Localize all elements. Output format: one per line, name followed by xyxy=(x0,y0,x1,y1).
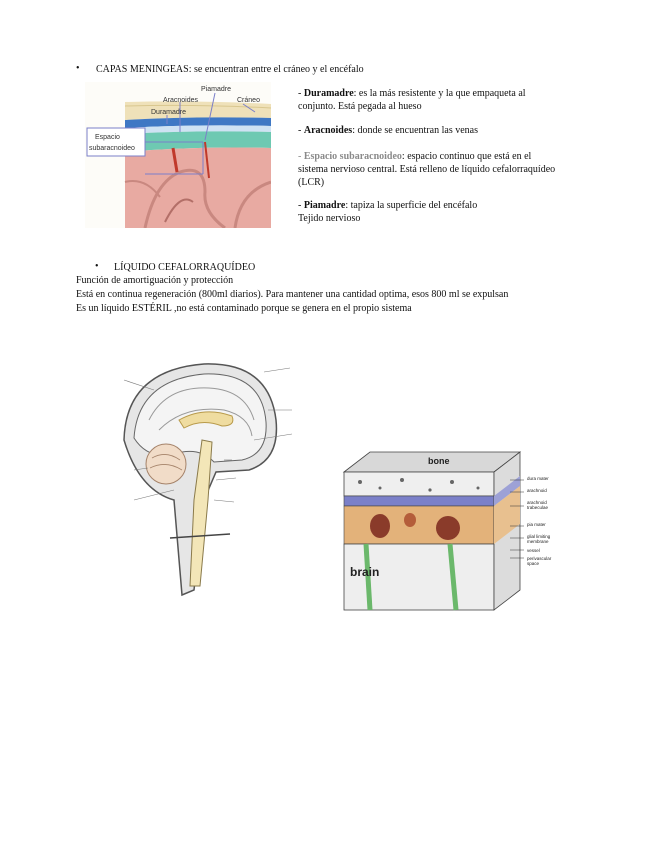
dash: - xyxy=(298,151,304,162)
text-duramadre-1: : es la más resistente y la que empaquet… xyxy=(353,88,526,99)
meninges-heading-title: CAPAS MENINGEAS xyxy=(96,64,189,75)
bone-layer xyxy=(343,471,495,497)
text-aracnoides: : donde se encuentran las venas xyxy=(352,125,478,136)
label-pia-mater: pia mater xyxy=(527,522,546,527)
term-piamadre: Piamadre xyxy=(303,200,346,211)
def-piamadre: - Piamadre: tapiza la superficie del enc… xyxy=(298,199,477,225)
text-duramadre-2: conjunto. Está pegada al hueso xyxy=(298,101,422,112)
label-vessel: vessel xyxy=(527,548,540,553)
label-espacio-2: subaracnoideo xyxy=(89,145,135,152)
skull-layer xyxy=(125,101,271,120)
text-espacio-1: : espacio continuo que está en el xyxy=(401,151,532,162)
def-espacio: - Espacio subaracnoideo: espacio continu… xyxy=(298,150,555,189)
text-espacio-2: sistema nervioso central. Está relleno d… xyxy=(298,164,556,175)
meninges-layers-figure: Piamadre Aracnoides Cráneo Duramadre Esp… xyxy=(85,82,271,228)
label-craneo: Cráneo xyxy=(237,97,260,104)
cerebellum xyxy=(145,443,187,485)
arachnoid-layer xyxy=(125,125,271,134)
bullet-2: • xyxy=(95,261,99,272)
sagittal-brain-figure xyxy=(104,350,314,606)
label-piamadre: Piamadre xyxy=(201,86,231,93)
text-tejido: Tejido nervioso xyxy=(298,213,361,224)
text-espacio-3: (LCR) xyxy=(298,177,325,188)
label-brain: brain xyxy=(350,565,379,579)
lcr-line-1: Función de amortiguación y protección xyxy=(76,275,234,286)
label-glial-membrane: glial limiting membrane xyxy=(527,534,551,544)
label-dura-mater: dura mater xyxy=(527,476,549,481)
dura-mater-layer xyxy=(343,495,495,507)
term-aracnoides: Aracnoides xyxy=(303,125,353,136)
brain-tissue xyxy=(125,147,271,228)
bullet-1: • xyxy=(76,63,80,74)
label-arachnoid: arachnoid xyxy=(527,488,547,493)
dash: - xyxy=(298,88,304,99)
arachnoid-layer xyxy=(343,505,495,545)
lcr-line-3: Es un líquido ESTÉRIL ,no está contamina… xyxy=(76,303,412,314)
meninges-block-figure: bone brain xyxy=(342,451,524,611)
dash: - xyxy=(298,125,304,136)
label-aracnoides: Aracnoides xyxy=(163,97,199,104)
label-duramadre: Duramadre xyxy=(151,109,186,116)
label-bone: bone xyxy=(428,456,450,466)
espacio-label-box xyxy=(86,127,146,157)
lateral-ventricle xyxy=(178,411,234,429)
lcr-line-2: Está en continua regeneración (800ml dia… xyxy=(76,289,509,300)
term-espacio: Espacio subaracnoideo xyxy=(303,151,402,162)
def-aracnoides: - Aracnoides: donde se encuentran las ve… xyxy=(298,124,478,137)
meninges-heading-rest: : se encuentran entre el cráneo y el enc… xyxy=(188,64,364,75)
def-duramadre: - Duramadre: es la más resistente y la q… xyxy=(298,87,526,113)
lcr-heading: LÍQUIDO CEFALORRAQUÍDEO xyxy=(114,262,256,273)
dura-layer xyxy=(125,117,271,128)
text-piamadre: : tapiza la superficie del encéfalo xyxy=(345,200,478,211)
spinal-cord xyxy=(189,439,213,587)
term-duramadre: Duramadre xyxy=(303,88,354,99)
dash: - xyxy=(298,200,304,211)
label-espacio-1: Espacio xyxy=(95,134,120,141)
label-arachnoid-trabeculae: arachnoid trabeculae xyxy=(527,500,549,510)
label-perivascular: perivascular space xyxy=(527,556,552,566)
meninges-heading: CAPAS MENINGEAS: se encuentran entre el … xyxy=(96,63,364,76)
